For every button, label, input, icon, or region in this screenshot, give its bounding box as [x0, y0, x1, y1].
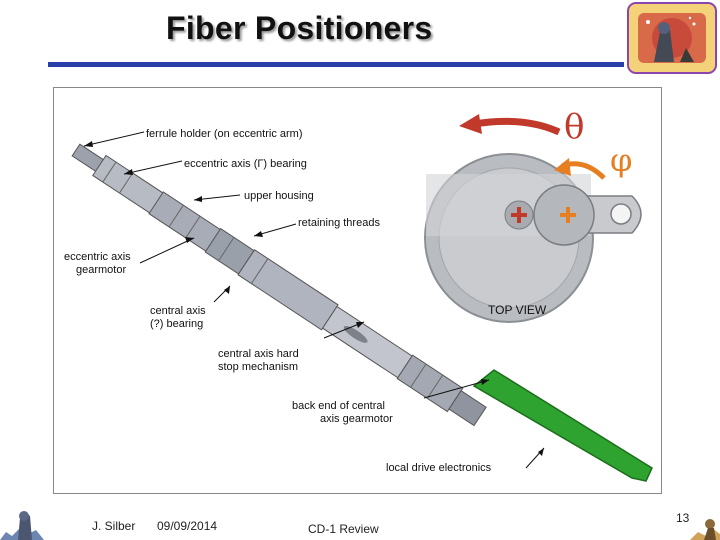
title-rule	[48, 62, 624, 67]
top-view-diagram	[424, 114, 642, 323]
corner-figure-left	[0, 511, 44, 540]
label-eccentric-gearmotor-line2: gearmotor	[76, 264, 127, 276]
label-hardstop-line2: stop mechanism	[218, 361, 299, 373]
footer-date: 09/09/2014	[157, 519, 218, 533]
label-ferrule-holder: ferrule holder (on eccentric arm)	[146, 128, 303, 140]
positioner-body	[71, 143, 487, 427]
phi-symbol: φ	[610, 141, 633, 179]
label-top-view: TOP VIEW	[488, 303, 547, 317]
footer-event: CD-1 Review	[308, 522, 379, 536]
project-logo	[627, 2, 717, 74]
label-hardstop-line1: central axis hard	[218, 348, 299, 360]
fiber-positioner-figure: ferrule holder (on eccentric arm) eccent…	[53, 87, 662, 494]
label-central-bearing-line2: (?) bearing	[150, 318, 204, 330]
positioner-drawing	[71, 114, 653, 482]
corner-figure-right	[690, 519, 720, 540]
footer-author: J. Silber	[92, 519, 136, 533]
label-eccentric-bearing: eccentric axis (Γ) bearing	[184, 158, 307, 170]
electronics-board	[472, 369, 653, 482]
label-central-bearing-line1: central axis	[150, 305, 206, 317]
label-backend-line2: axis gearmotor	[320, 413, 393, 425]
label-backend-line1: back end of central	[292, 400, 385, 412]
slide-title: Fiber Positioners	[166, 10, 433, 46]
label-drive-electronics: local drive electronics	[386, 462, 492, 474]
theta-symbol: θ	[564, 107, 585, 147]
label-eccentric-gearmotor-line1: eccentric axis	[64, 251, 131, 263]
label-retaining-threads: retaining threads	[298, 217, 380, 229]
label-upper-housing: upper housing	[244, 190, 314, 202]
page-number: 13	[676, 511, 690, 525]
